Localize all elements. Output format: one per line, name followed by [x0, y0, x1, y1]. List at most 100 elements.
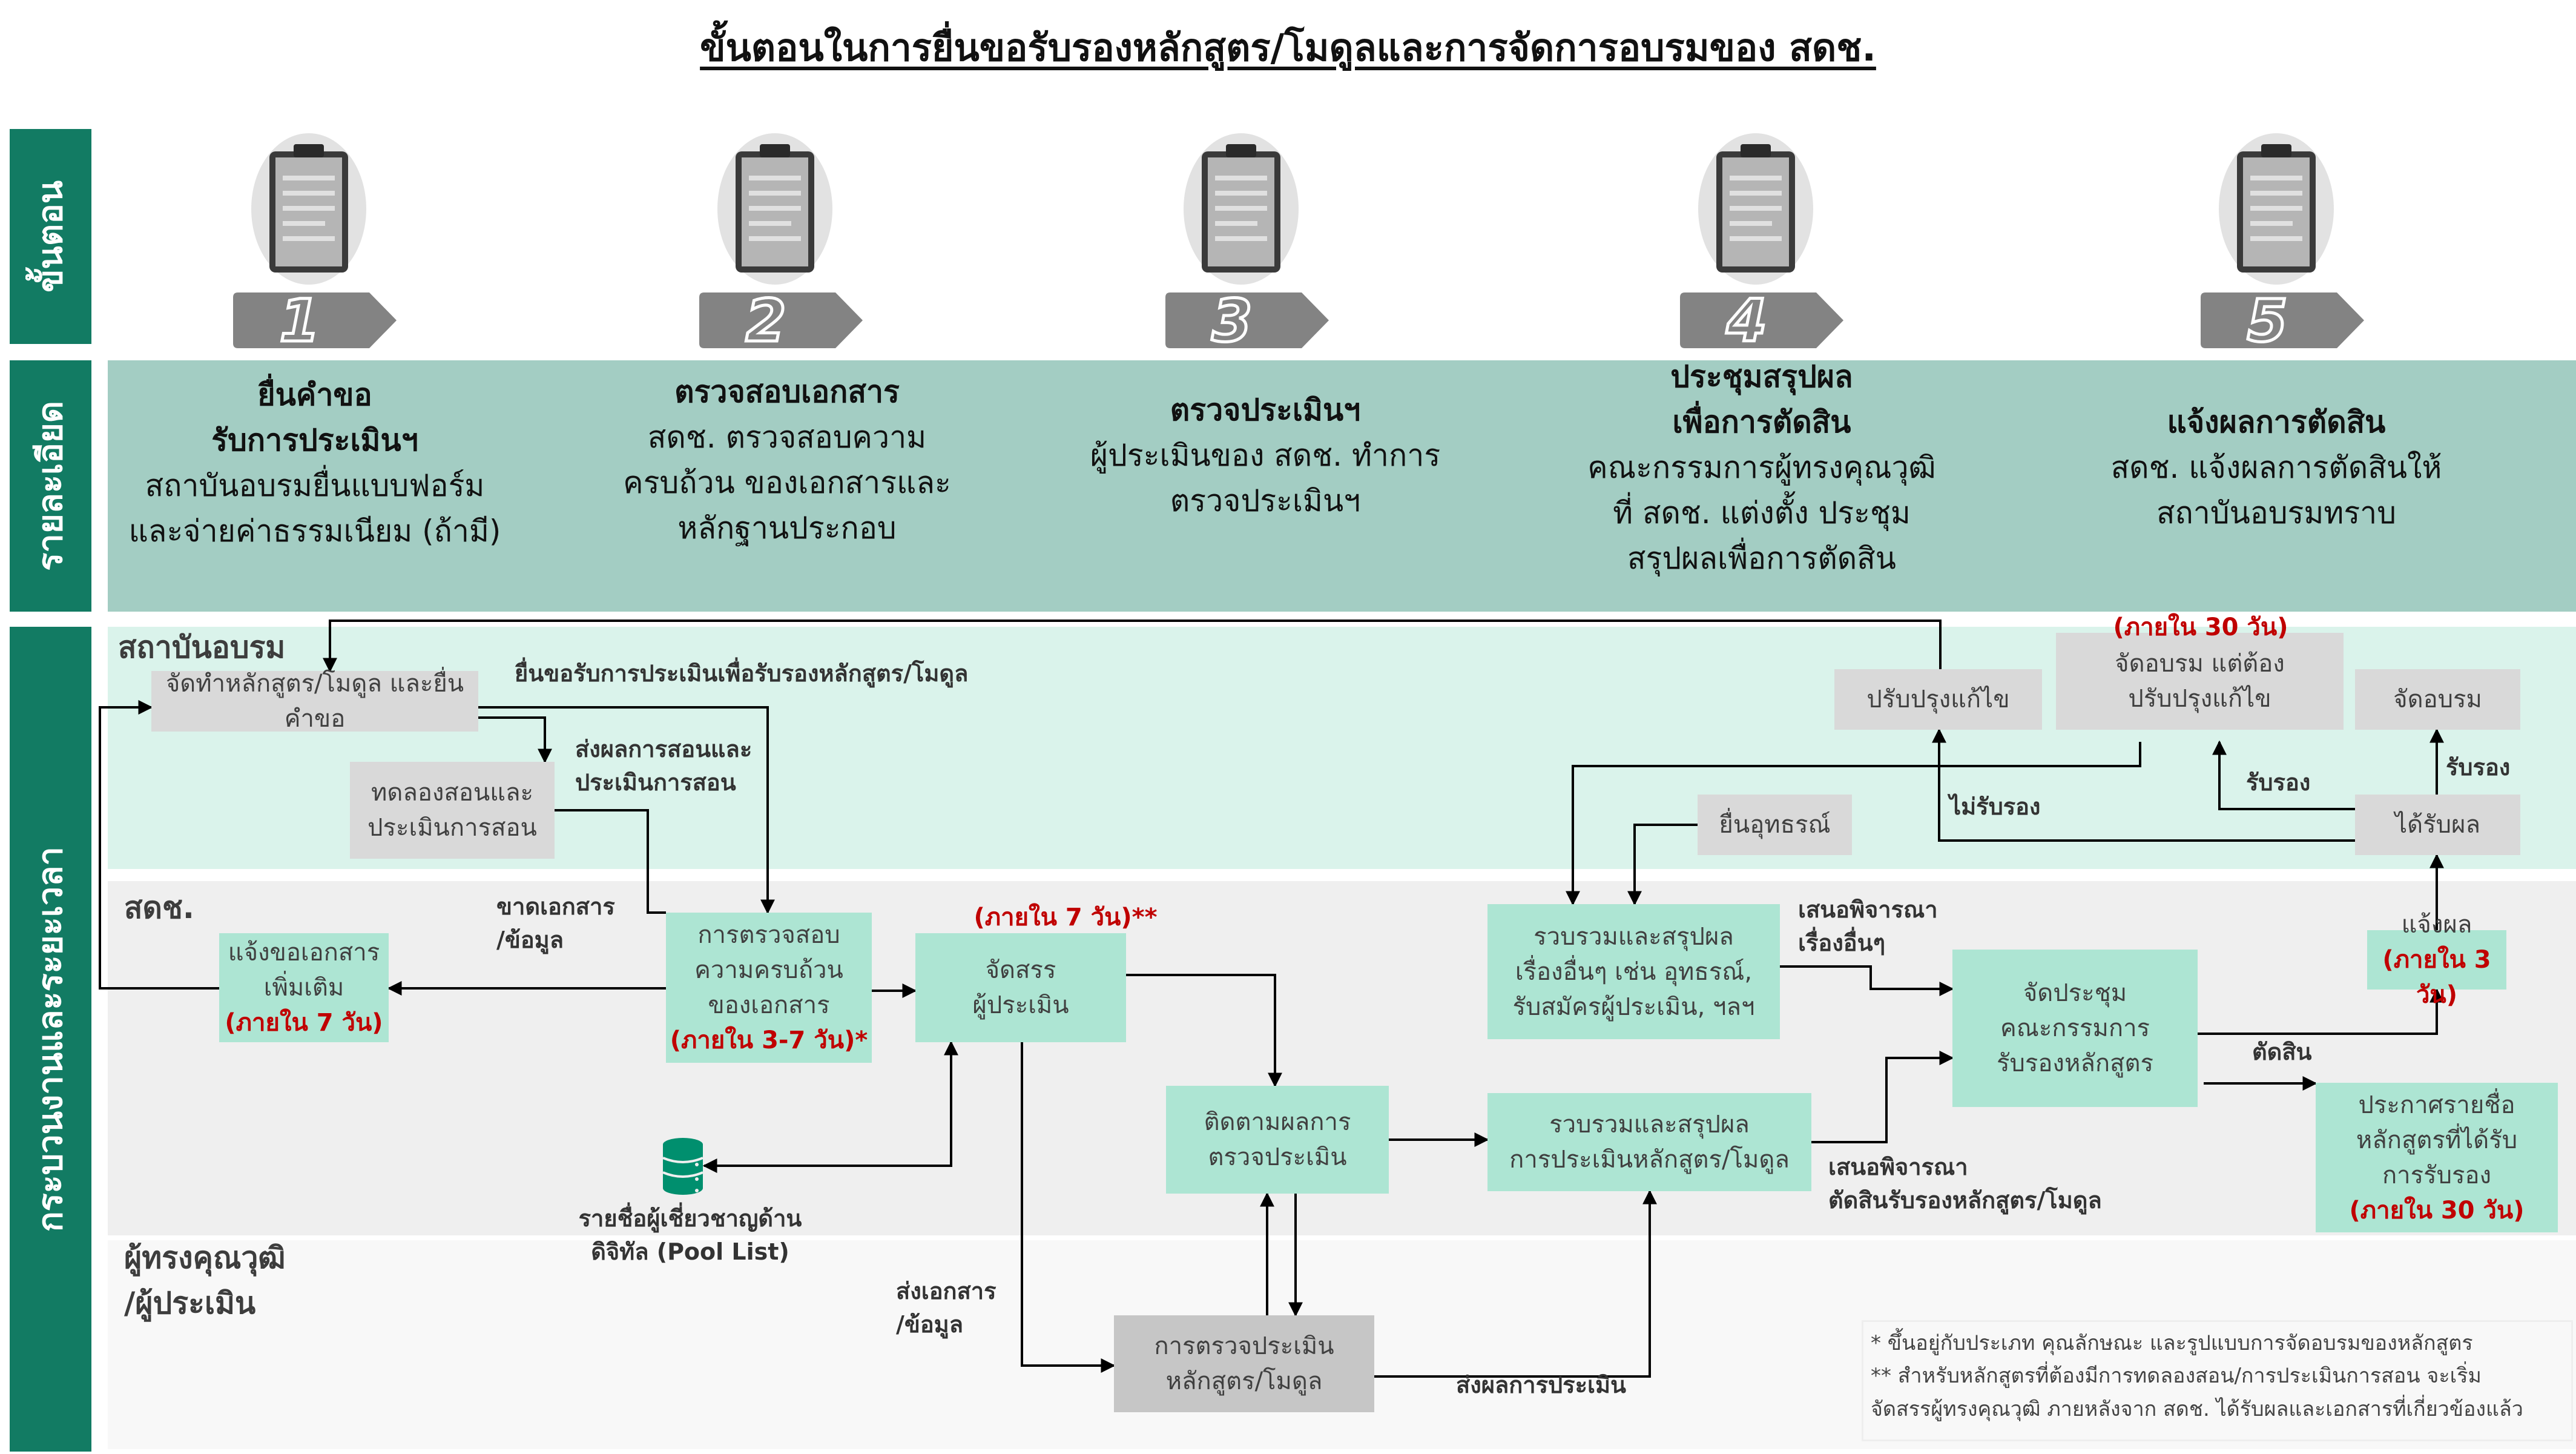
step-2-chevron: 2	[699, 286, 863, 357]
box-text-line: ประกาศรายชื่อ	[2358, 1091, 2515, 1119]
detail-heading: ประชุมสรุปผล	[1670, 359, 1853, 394]
box-text-line: จัดอบรม	[2393, 686, 2482, 713]
side-label-steps-text: ขั้นตอน	[31, 180, 70, 292]
box-text-line: หลักสูตรที่ได้รับ	[2356, 1126, 2518, 1154]
side-label-details: รายละเอียด	[10, 360, 91, 612]
detail-body-line: ที่ สดช. แต่งตั้ง ประชุม	[1613, 495, 1911, 530]
footnotes: * ขึ้นอยู่กับประเภท คุณลักษณะ และรูปแบบก…	[1862, 1320, 2573, 1441]
edge-label-propose-other-1: เสนอพิจารณา	[1798, 896, 1938, 923]
edge-label-send-docs: ส่งเอกสาร /ข้อมูล	[896, 1275, 996, 1341]
edge-label-send-trial: ส่งผลการสอนและ ประเมินการสอน	[575, 733, 752, 799]
lane-label-expert-line1: ผู้ทรงคุณวุฒิ	[124, 1240, 286, 1275]
box-text-line: รับสมัครผู้ประเมิน, ฯลฯ	[1512, 993, 1755, 1021]
edge-label-propose-decide-1: เสนอพิจารณา	[1828, 1154, 1968, 1180]
edge-label-submit: ยื่นขอรับการประเมินเพื่อรับรองหลักสูตร/โ…	[515, 660, 969, 687]
box-text-line: ได้รับผล	[2395, 811, 2480, 839]
footnote-2: ** สำหรับหลักสูตรที่ต้องมีการทดลองสอน/กา…	[1871, 1364, 2482, 1389]
side-label-process-text: กระบวนงานและระยะเวลา	[31, 846, 70, 1232]
detail-body-line: คณะกรรมการผู้ทรงคุณวุฒิ	[1587, 450, 1936, 485]
edge-label-send-result: ส่งผลการประเมิน	[1456, 1372, 1627, 1398]
edge-label-propose-other: เสนอพิจารณา เรื่องอื่นๆ	[1798, 893, 1938, 960]
box-text-line: ความครบถ้วน	[694, 956, 843, 984]
step-5-chevron: 5	[2201, 286, 2364, 357]
detail-heading: รับการประเมินฯ	[211, 423, 418, 458]
detail-heading: ตรวจประเมินฯ	[1170, 392, 1361, 428]
detail-heading: ตรวจสอบเอกสาร	[674, 374, 900, 409]
detail-step-3: ตรวจประเมินฯผู้ประเมินของ สดช. ทำการตรวจ…	[1066, 388, 1465, 524]
box-text-line: รวบรวมและสรุปผล	[1533, 922, 1734, 951]
box-appeal: ยื่นอุทธรณ์	[1698, 795, 1852, 855]
box-follow: ติดตามผลการตรวจประเมิน	[1166, 1086, 1389, 1194]
detail-heading: ยื่นคำขอ	[257, 377, 372, 412]
database-icon	[662, 1137, 704, 1195]
box-text-line: การรับรอง	[2382, 1161, 2492, 1189]
detail-body-line: ครบถ้วน ของเอกสารและ	[623, 465, 951, 500]
detail-step-2: ตรวจสอบเอกสารสดช. ตรวจสอบความครบถ้วน ของ…	[587, 369, 987, 551]
step-number: 4	[1726, 292, 1767, 348]
edge-label-send-docs-1: ส่งเอกสาร	[896, 1278, 996, 1304]
box-text-line: การตรวจสอบ	[697, 921, 840, 949]
box-meeting: จัดประชุมคณะกรรมการรับรองหลักสูตร	[1952, 950, 2198, 1107]
box-request-docs: แจ้งขอเอกสารเพิ่มเติม(ภายใน 7 วัน)	[219, 933, 389, 1042]
detail-body-line: สดช. แจ้งผลการตัดสินให้	[2110, 450, 2442, 485]
lane-label-expert: ผู้ทรงคุณวุฒิ /ผู้ประเมิน	[124, 1235, 286, 1326]
box-train: จัดอบรม	[2355, 669, 2520, 730]
checklist-evaluation-icon	[1159, 127, 1323, 291]
box-text-line: จัดทำหลักสูตร/โมดูล และยื่นคำขอ	[165, 670, 464, 733]
step-number: 2	[746, 292, 786, 348]
detail-body-line: สรุปผลเพื่อการตัดสิน	[1627, 541, 1896, 576]
box-text-line: ประเมินการสอน	[367, 814, 537, 842]
box-text-line: คณะกรรมการ	[2000, 1014, 2150, 1042]
lane-label-institute: สถาบันอบรม	[118, 630, 286, 665]
box-text-line: ยื่นอุทธรณ์	[1719, 811, 1831, 839]
footnote-1: * ขึ้นอยู่กับประเภท คุณลักษณะ และรูปแบบก…	[1871, 1331, 2473, 1355]
detail-body-line: และจ่ายค่าธรรมเนียม (ถ้ามี)	[128, 514, 501, 549]
clipboard-review-icon	[693, 127, 857, 291]
edge-label-propose-other-2: เรื่องอื่นๆ	[1798, 930, 1885, 957]
detail-body-line: ตรวจประเมินฯ	[1170, 483, 1361, 518]
edge-label-not-certified: ไม่รับรอง	[1949, 793, 2041, 820]
footnote-3: จัดสรรผู้ทรงคุณวุฒิ ภายหลังจาก สดช. ได้ร…	[1871, 1396, 2523, 1421]
edge-label-missing-2: /ข้อมูล	[496, 927, 564, 954]
box-text-line: ปรับปรุงแก้ไข	[1866, 686, 2010, 713]
box-receive: ได้รับผล	[2355, 795, 2520, 855]
box-announce: ประกาศรายชื่อหลักสูตรที่ได้รับการรับรอง (…	[2316, 1083, 2558, 1232]
page-title: ขั้นตอนในการยื่นขอรับรองหลักสูตร/โมดูลแล…	[700, 25, 1876, 70]
deadline-assign: (ภายใน 7 วัน)**	[973, 904, 1158, 931]
edge-label-missing: ขาดเอกสาร /ข้อมูล	[496, 890, 615, 957]
detail-body-line: สถาบันอบรมทราบ	[2156, 495, 2396, 530]
side-label-details-text: รายละเอียด	[31, 401, 70, 571]
step-1-chevron: 1	[233, 286, 397, 357]
detail-step-4: ประชุมสรุปผลเพื่อการตัดสินคณะกรรมการผู้ท…	[1562, 354, 1962, 581]
box-text-line: ตรวจประเมิน	[1208, 1143, 1347, 1171]
box-text-line: แจ้งผล	[2401, 911, 2472, 939]
box-notify: แจ้งผล (ภายใน 3 วัน)	[2367, 911, 2506, 1009]
box-text-line: ของเอกสาร	[708, 991, 830, 1019]
edge-label-send-docs-2: /ข้อมูล	[896, 1311, 964, 1338]
detail-heading: แจ้งผลการตัดสิน	[2167, 405, 2386, 440]
meeting-icon	[1674, 127, 1837, 291]
box-text-line: รวบรวมและสรุปผล	[1549, 1111, 1750, 1138]
box-text-line: จัดประชุม	[2023, 979, 2127, 1007]
detail-step-1: ยื่นคำขอรับการประเมินฯสถาบันอบรมยื่นแบบฟ…	[115, 372, 515, 554]
box-text-line: รับรองหลักสูตร	[1997, 1049, 2153, 1077]
box-text-line: ติดตามผลการ	[1204, 1108, 1351, 1136]
edge-label-propose-decide-2: ตัดสินรับรองหลักสูตร/โมดูล	[1828, 1187, 2102, 1214]
deadline-label: (ภายใน 3 วัน)	[2382, 946, 2491, 1009]
detail-step-5: แจ้งผลการตัดสินสดช. แจ้งผลการตัดสินให้สถ…	[2077, 400, 2476, 536]
clipboard-briefcase-icon	[227, 127, 390, 291]
box-trial: ทดลองสอนและประเมินการสอน	[350, 762, 555, 859]
box-text-line: ทดลองสอนและ	[371, 779, 533, 807]
deadline-label: (ภายใน 30 วัน)	[2349, 1196, 2525, 1224]
box-text-line: ผู้ประเมิน	[972, 991, 1069, 1019]
box-text-line: การประเมินหลักสูตร/โมดูล	[1509, 1146, 1790, 1174]
box-text-line: จัดอบรม แต่ต้อง	[2115, 650, 2285, 678]
box-text-line: ปรับปรุงแก้ไข	[2128, 685, 2271, 713]
detail-body-line: สถาบันอบรมยื่นแบบฟอร์ม	[145, 468, 485, 503]
step-3-chevron: 3	[1165, 286, 1329, 357]
box-text-line: เพิ่มเติม	[263, 974, 344, 1002]
edge-label-certified-b: รับรอง	[2446, 754, 2511, 781]
pool-list-label-2: ดิจิทัล (Pool List)	[591, 1238, 789, 1266]
edge-label-missing-1: ขาดเอกสาร	[496, 893, 615, 920]
approved-icon	[2195, 127, 2358, 291]
